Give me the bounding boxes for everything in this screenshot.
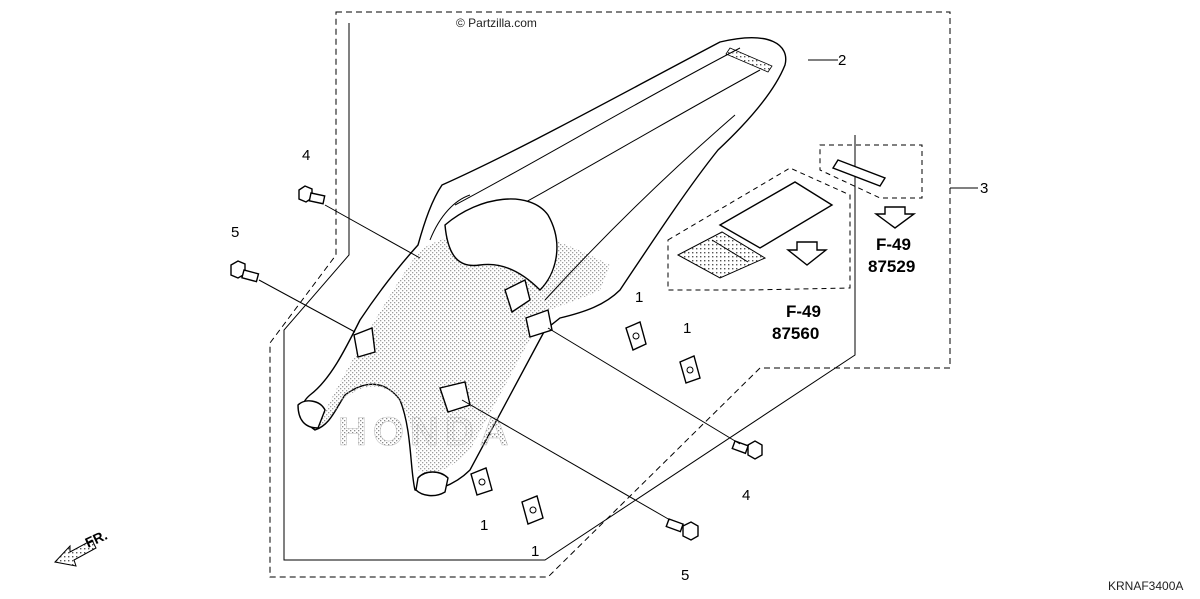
ref-arrow-87560	[785, 241, 829, 266]
front-direction-arrow: FR.	[54, 527, 110, 567]
callout-1-b: 1	[683, 320, 691, 337]
callout-5-lower: 5	[681, 567, 689, 584]
nut-clip-1b	[679, 355, 701, 384]
callout-3: 3	[980, 180, 988, 197]
callout-2: 2	[838, 52, 846, 69]
watermark-text: © Partzilla.com	[456, 16, 537, 30]
honda-decal: HONDA	[338, 410, 515, 454]
callout-5-left: 5	[231, 224, 239, 241]
bolt-upper-left-4	[298, 185, 326, 205]
emblem-set	[667, 167, 851, 291]
assembly-outline-dashed	[269, 11, 951, 578]
diagram-code: KRNAF3400A	[1108, 579, 1183, 593]
leader-lines	[258, 59, 978, 521]
bolt-right-4	[731, 440, 763, 460]
ref-arrow-87529	[873, 206, 917, 229]
assembly-outline	[283, 23, 856, 561]
nut-clip-1a	[625, 321, 647, 351]
callout-4-upper: 4	[302, 147, 310, 164]
small-decal	[819, 144, 923, 199]
front-direction-label: FR.	[83, 527, 110, 551]
bolt-left-5	[230, 260, 260, 283]
ref-part-87529: 87529	[868, 257, 915, 276]
callout-1-d: 1	[531, 543, 539, 560]
ref-part-87560: 87560	[772, 324, 819, 343]
ref-section-87560: F-49	[786, 302, 821, 321]
ref-section-87529: F-49	[876, 235, 911, 254]
callout-4-right: 4	[742, 487, 750, 504]
callout-1-c: 1	[480, 517, 488, 534]
tail-decal	[725, 47, 773, 73]
callout-1-a: 1	[635, 289, 643, 306]
nut-clip-1c	[470, 467, 493, 496]
nut-clip-1d	[521, 495, 544, 525]
bolt-lower-5	[665, 518, 699, 541]
